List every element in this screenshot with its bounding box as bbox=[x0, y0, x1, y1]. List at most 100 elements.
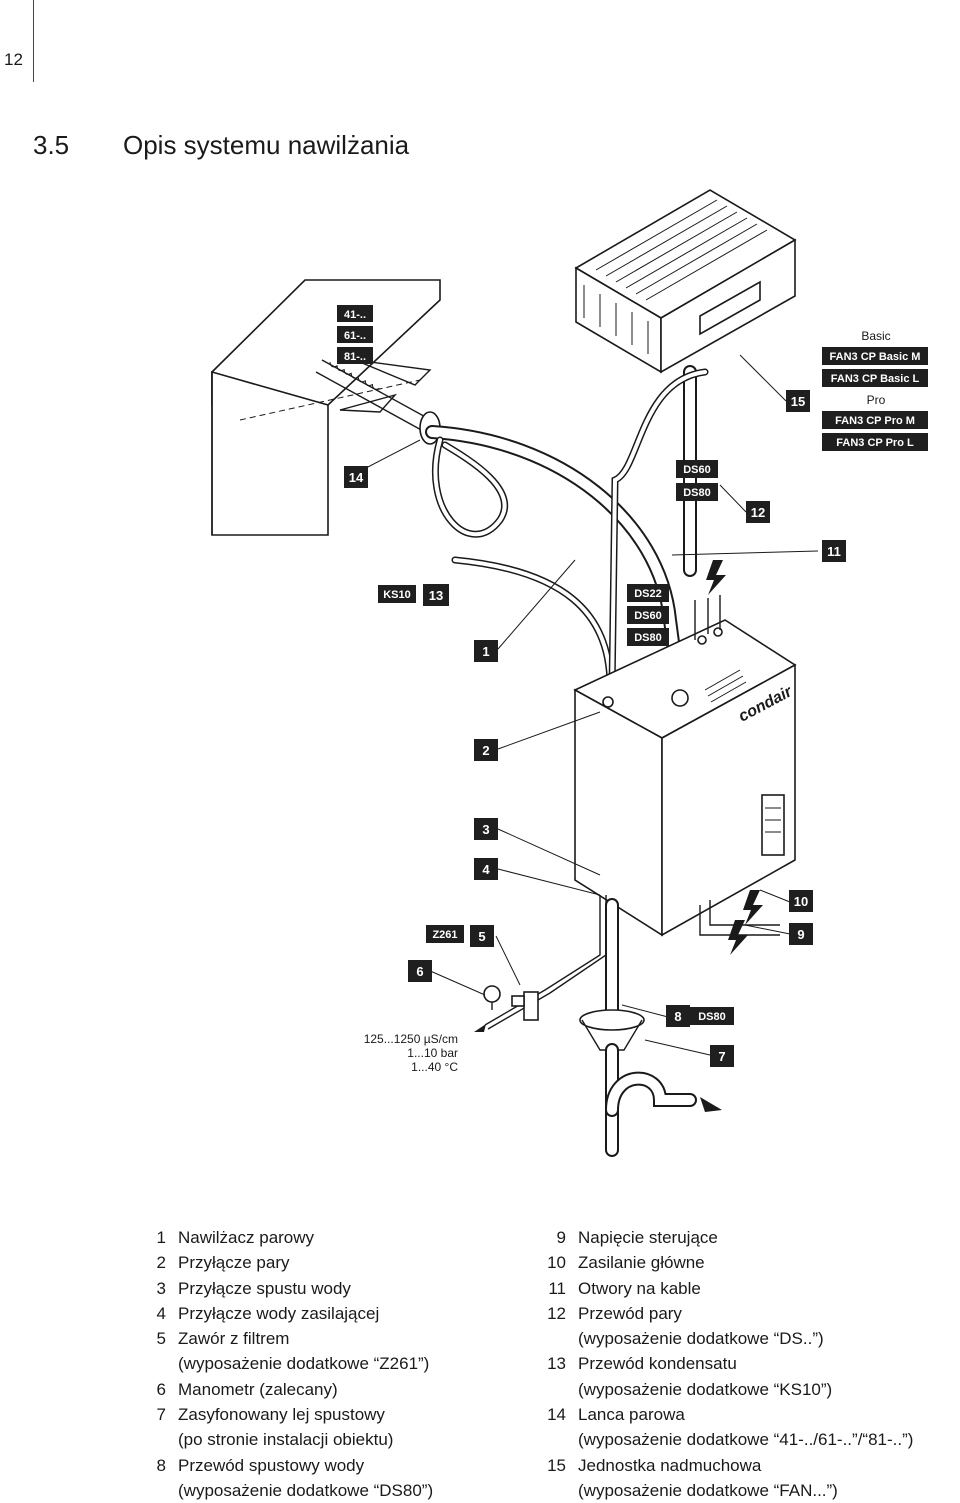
legend-text: Przyłącze wody zasilającej bbox=[178, 1303, 380, 1323]
legend-item-8: 8 Przewód spustowy wody bbox=[130, 1453, 433, 1478]
air-duct bbox=[211, 279, 441, 536]
ks10-tag: KS10 bbox=[383, 589, 411, 601]
legend-number: 11 bbox=[548, 1278, 566, 1298]
legend-item-9: 9 Napięcie sterujące bbox=[530, 1225, 913, 1250]
legend-number: 14 bbox=[547, 1405, 566, 1425]
water-supply bbox=[474, 895, 607, 1032]
page-divider bbox=[33, 0, 34, 82]
legend-text: (po stronie instalacji obiektu) bbox=[178, 1430, 394, 1450]
callout-12: 12 bbox=[751, 505, 765, 520]
legend-number bbox=[130, 1478, 178, 1503]
legend-item-4: 4 Przyłącze wody zasilającej bbox=[130, 1301, 433, 1326]
power-cables bbox=[699, 890, 780, 955]
ds80-drain-tag: DS80 bbox=[698, 1011, 726, 1023]
legend-number bbox=[130, 1427, 178, 1452]
legend-number: 2 bbox=[156, 1253, 166, 1273]
fan-basic-m: FAN3 CP Basic M bbox=[830, 351, 921, 363]
callout-4: 4 bbox=[482, 862, 490, 877]
legend-item-12-line2: (wyposażenie dodatkowe “DS..”) bbox=[530, 1326, 913, 1351]
legend-text: Otwory na kable bbox=[578, 1278, 701, 1298]
callout-14: 14 bbox=[349, 470, 364, 485]
callout-13: 13 bbox=[429, 588, 443, 603]
legend-number: 9 bbox=[556, 1228, 566, 1247]
legend-number bbox=[530, 1326, 578, 1351]
legend-text: Przewód kondensatu bbox=[578, 1354, 737, 1374]
legend-number bbox=[130, 1351, 178, 1376]
callout-11: 11 bbox=[827, 544, 841, 559]
steam-lance bbox=[315, 359, 441, 445]
legend-text: Manometr (zalecany) bbox=[178, 1379, 338, 1399]
callout-5: 5 bbox=[478, 929, 485, 944]
system-diagram: condair bbox=[211, 189, 928, 1157]
fan-basic-heading: Basic bbox=[861, 329, 890, 343]
lance-model-tags: 41-.. 61-.. 81-.. bbox=[337, 305, 373, 364]
legend-text: Zasilanie główne bbox=[578, 1253, 705, 1273]
legend-text: Zasyfonowany lej spustowy bbox=[178, 1405, 385, 1425]
legend-number: 12 bbox=[547, 1303, 566, 1323]
legend-number bbox=[530, 1478, 578, 1503]
callout-10: 10 bbox=[794, 894, 808, 909]
legend-text: Nawilżacz parowy bbox=[178, 1228, 315, 1247]
legend-text: Przewód spustowy wody bbox=[178, 1455, 365, 1475]
drain-pipe bbox=[579, 898, 722, 1157]
callout-8: 8 bbox=[674, 1009, 681, 1024]
legend-text: Napięcie sterujące bbox=[578, 1228, 718, 1247]
legend-item-6: 6 Manometr (zalecany) bbox=[130, 1377, 433, 1402]
callout-3: 3 bbox=[482, 822, 489, 837]
section-title-text: Opis systemu nawilżania bbox=[123, 130, 410, 160]
spec-temperature: 1...40 °C bbox=[411, 1060, 458, 1074]
legend-text: (wyposażenie dodatkowe “41-../61-..”/“81… bbox=[578, 1430, 914, 1450]
section-number: 3.5 bbox=[33, 130, 70, 160]
legend-item-14-line2: (wyposażenie dodatkowe “41-../61-..”/“81… bbox=[530, 1427, 913, 1452]
hose-ds60-upper: DS60 bbox=[683, 464, 711, 476]
legend-item-7-line2: (po stronie instalacji obiektu) bbox=[130, 1427, 433, 1452]
legend-item-7: 7 Zasyfonowany lej spustowy bbox=[130, 1402, 433, 1427]
fan-pro-l: FAN3 CP Pro L bbox=[836, 437, 914, 449]
steam-hose-tags-upper: DS60 DS80 bbox=[676, 460, 718, 501]
legend-item-15-line2: (wyposażenie dodatkowe “FAN...”) bbox=[530, 1478, 913, 1503]
legend-item-12: 12 Przewód pary bbox=[530, 1301, 913, 1326]
legend-item-8-line2: (wyposażenie dodatkowe “DS80”) bbox=[130, 1478, 433, 1503]
legend-text: (wyposażenie dodatkowe “DS80”) bbox=[178, 1480, 434, 1500]
callout-15: 15 bbox=[791, 394, 805, 409]
legend-number: 7 bbox=[156, 1405, 166, 1425]
steam-hose-tags-lower: DS22 DS60 DS80 bbox=[627, 584, 669, 646]
legend-number: 1 bbox=[156, 1228, 166, 1247]
callout-7: 7 bbox=[718, 1049, 725, 1064]
legend-text: Jednostka nadmuchowa bbox=[578, 1455, 762, 1475]
steam-humidifier: condair bbox=[573, 619, 797, 937]
legend-item-5-line2: (wyposażenie dodatkowe “Z261”) bbox=[130, 1351, 433, 1376]
legend-number: 5 bbox=[156, 1329, 166, 1349]
legend-text: Przyłącze pary bbox=[178, 1253, 290, 1273]
section-title: 3.5 Opis systemu nawilżania bbox=[33, 130, 409, 161]
legend-number: 3 bbox=[156, 1278, 166, 1298]
z261-tag: Z261 bbox=[432, 929, 457, 941]
legend-number: 6 bbox=[156, 1379, 166, 1399]
legend-item-11: 11 Otwory na kable bbox=[530, 1276, 913, 1301]
legend-item-13-line2: (wyposażenie dodatkowe “KS10”) bbox=[530, 1377, 913, 1402]
condensate-hose bbox=[431, 368, 709, 694]
legend-number: 8 bbox=[156, 1455, 166, 1475]
water-specs: 125...1250 µS/cm 1...10 bar 1...40 °C bbox=[364, 1032, 459, 1074]
hose-ds22: DS22 bbox=[634, 588, 662, 600]
fan-basic-l: FAN3 CP Basic L bbox=[831, 373, 920, 385]
legend-text: Przewód pary bbox=[578, 1303, 682, 1323]
legend-item-2: 2 Przyłącze pary bbox=[130, 1250, 433, 1275]
spec-conductivity: 125...1250 µS/cm bbox=[364, 1032, 458, 1046]
callout-1: 1 bbox=[482, 644, 489, 659]
lance-model-61: 61-.. bbox=[344, 330, 366, 342]
legend-item-1: 1 Nawilżacz parowy bbox=[130, 1225, 433, 1250]
legend-text: (wyposażenie dodatkowe “DS..”) bbox=[578, 1329, 824, 1349]
legend-number: 15 bbox=[547, 1455, 566, 1475]
callouts: 1 2 3 4 5 6 7 8 9 10 11 12 13 14 15 bbox=[344, 390, 846, 1067]
legend-number: 13 bbox=[547, 1354, 566, 1374]
cable-entries bbox=[694, 560, 726, 640]
legend-number: 4 bbox=[156, 1303, 166, 1323]
legend-item-15: 15 Jednostka nadmuchowa bbox=[530, 1453, 913, 1478]
